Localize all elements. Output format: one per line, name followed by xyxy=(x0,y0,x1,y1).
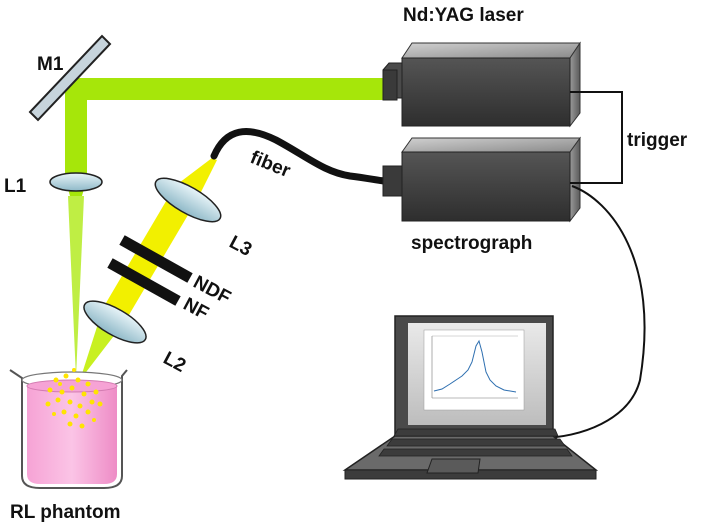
laptop xyxy=(342,315,599,480)
phantom-label: RL phantom xyxy=(10,502,120,523)
mirror-m1 xyxy=(28,34,112,122)
data-cable xyxy=(539,185,646,439)
mirror-m1-label: M1 xyxy=(37,54,64,75)
laptop-keyboard xyxy=(378,428,573,457)
lens-l1 xyxy=(49,172,103,192)
trigger-cable xyxy=(570,91,623,184)
filter-nf xyxy=(107,258,181,306)
lens-l2-label: L2 xyxy=(160,348,189,377)
lens-l3 xyxy=(154,177,222,223)
fiber-label: fiber xyxy=(247,147,294,182)
filter-ndf xyxy=(119,235,193,283)
laptop-touchpad xyxy=(426,458,481,474)
beaker xyxy=(9,369,128,489)
laser-device xyxy=(382,41,581,128)
lens-l2 xyxy=(83,300,147,344)
laser-label: Nd:YAG laser xyxy=(403,5,524,26)
lens-l3-label: L3 xyxy=(226,232,255,261)
spectrograph-device xyxy=(382,136,581,223)
laser-beam xyxy=(65,78,383,378)
spectrograph-label: spectrograph xyxy=(411,233,532,254)
lens-l1-label: L1 xyxy=(4,176,27,197)
trigger-label: trigger xyxy=(627,130,688,151)
spectrum-plot xyxy=(423,329,525,411)
phantom-particles xyxy=(45,368,103,429)
spectrum-curve xyxy=(433,339,517,393)
optical-fiber xyxy=(210,128,388,185)
